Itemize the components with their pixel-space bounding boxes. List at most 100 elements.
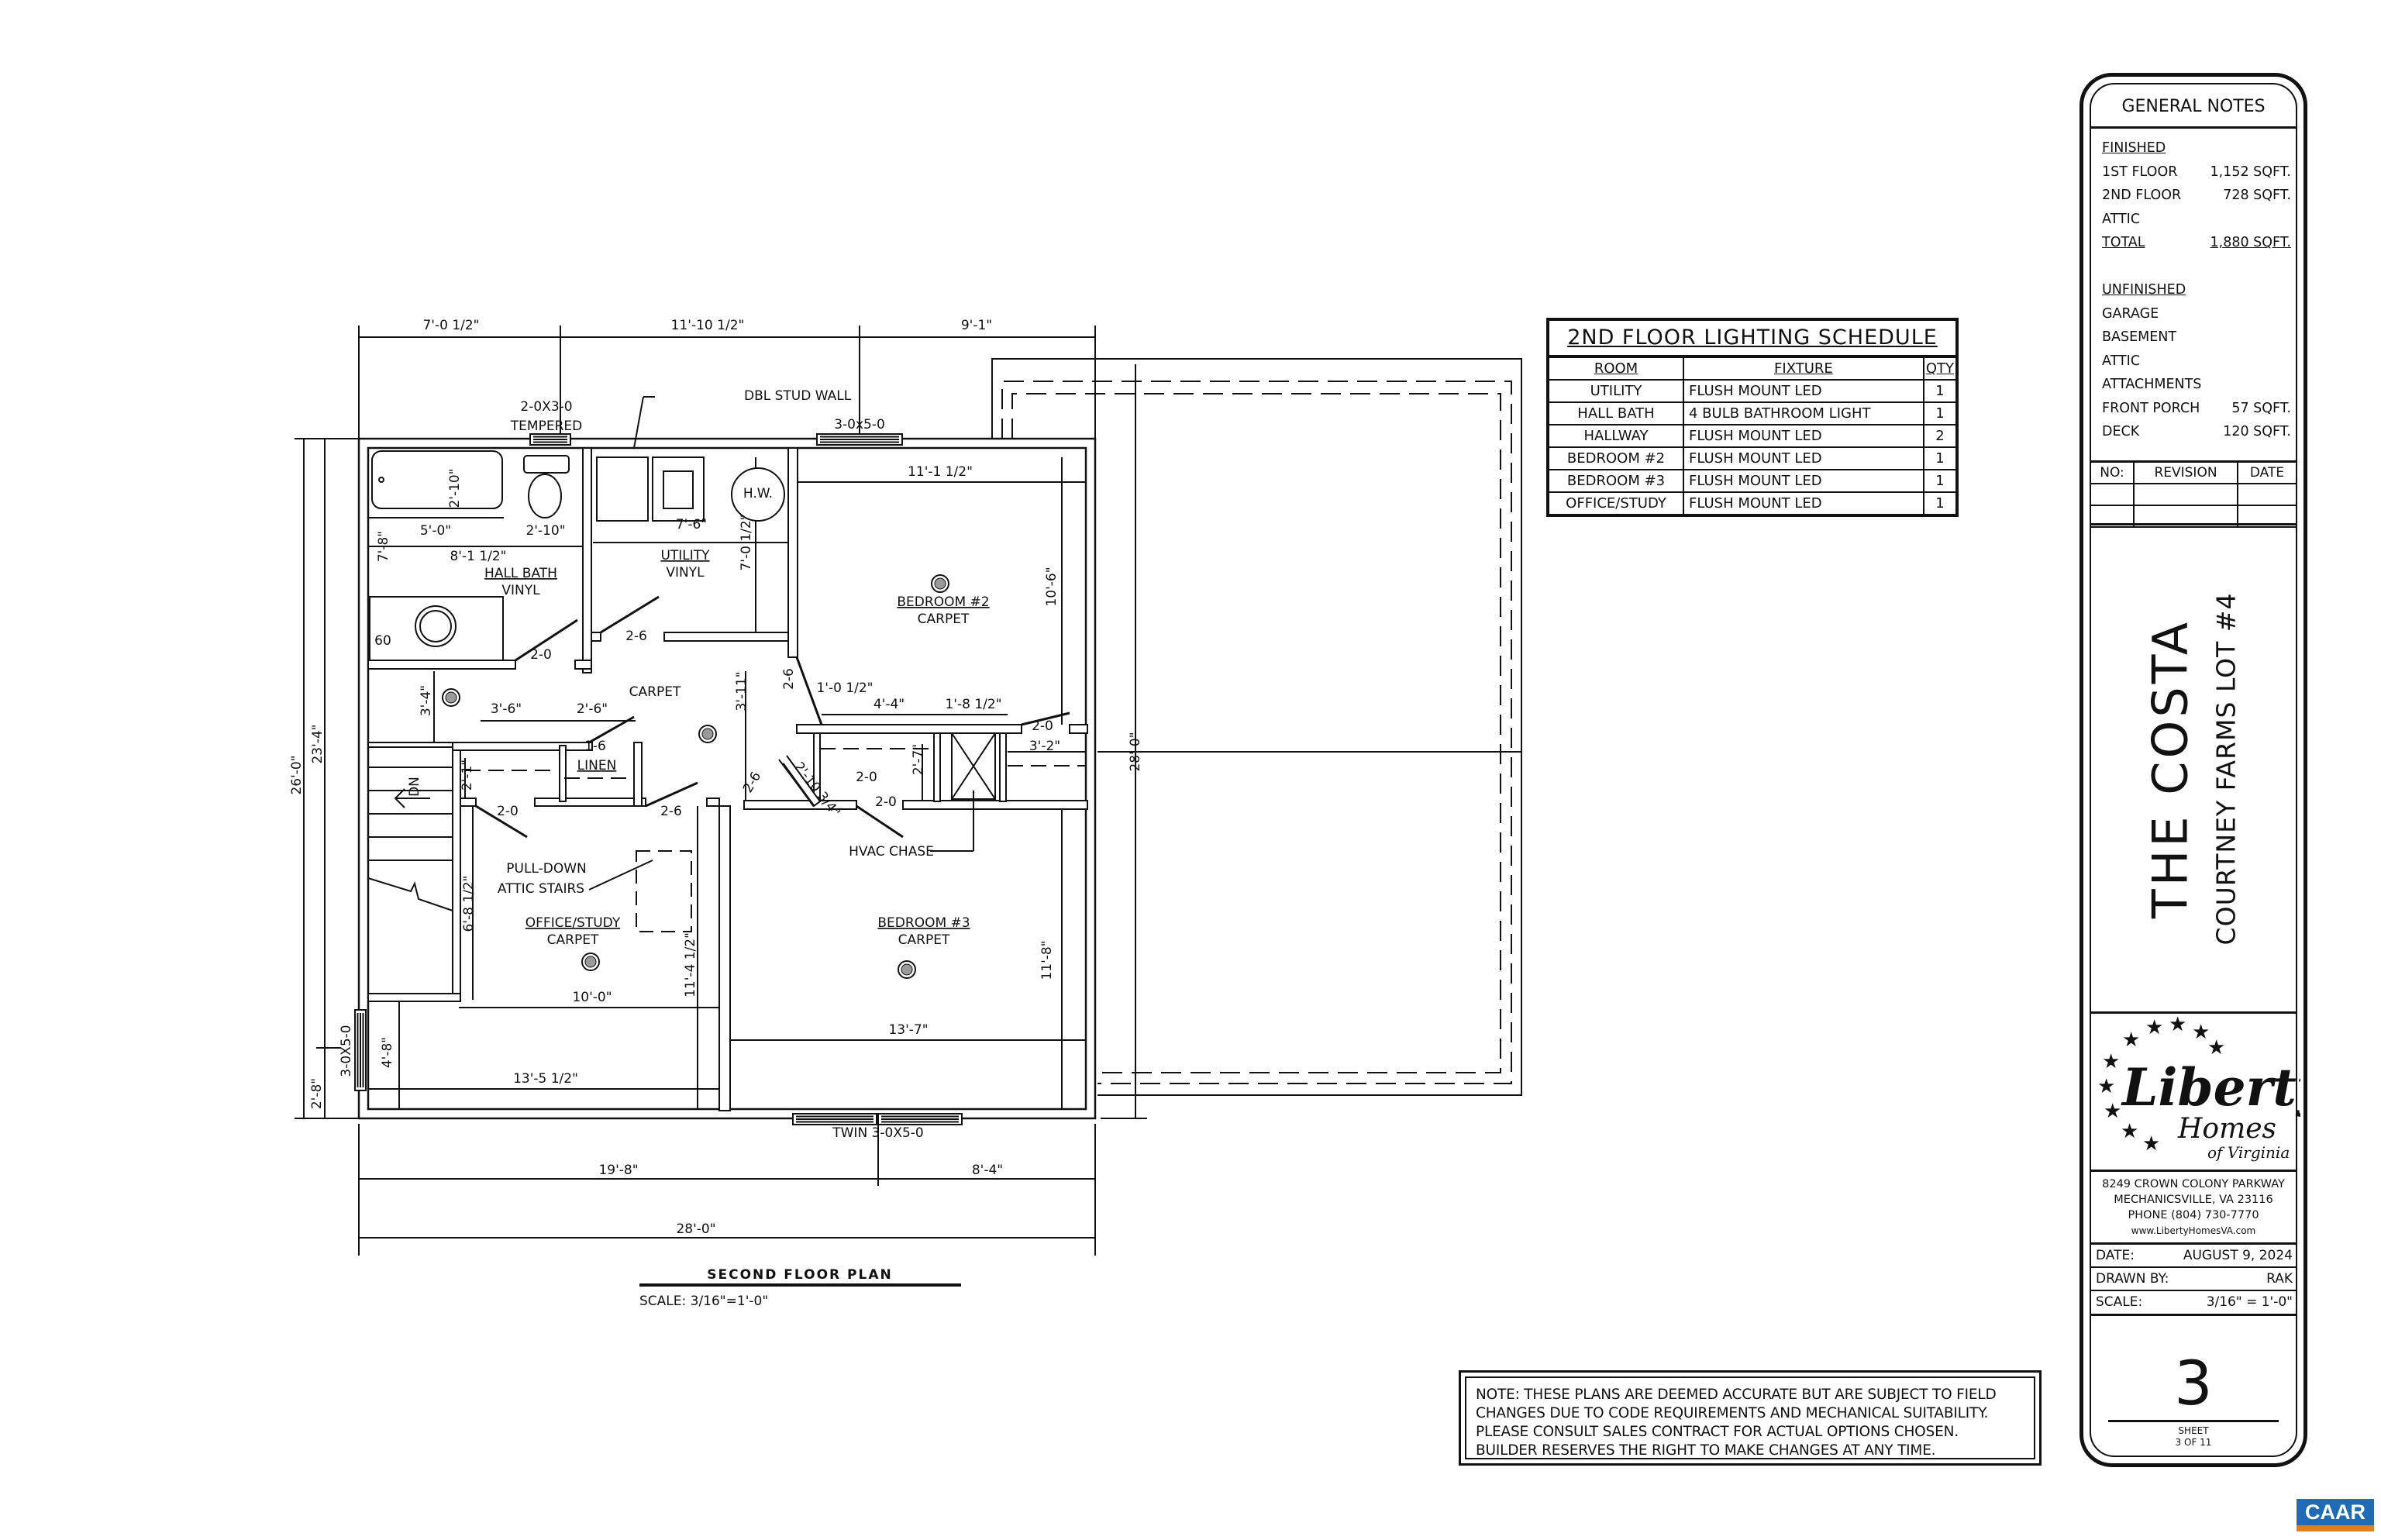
interior-wall — [367, 993, 461, 1002]
area-value: 57 SQFT. — [2231, 400, 2291, 416]
interior-wall — [458, 798, 477, 807]
door-size-label: 2-0 — [875, 794, 897, 810]
window — [816, 433, 903, 446]
svg-text:★: ★ — [2142, 1132, 2160, 1156]
dimension-label: 11'-8" — [1039, 940, 1055, 980]
caar-badge: CAAR — [2297, 1499, 2374, 1531]
sheet-number: 3 — [2174, 1349, 2213, 1419]
qty-cell: 1 — [1922, 491, 1955, 514]
qty-cell: 1 — [1922, 379, 1955, 403]
note-line: NOTE: THESE PLANS ARE DEEMED ACCURATE BU… — [1476, 1387, 1997, 1403]
interior-wall — [663, 632, 798, 642]
ceiling-light-icon — [581, 953, 600, 971]
interior-wall — [367, 742, 453, 748]
door-swing — [475, 804, 528, 839]
unfinished-heading: UNFINISHED — [2102, 282, 2186, 298]
interior-wall — [999, 732, 1007, 802]
door-size-label: 2-0 — [497, 804, 519, 819]
dimension-label: 1'-0 1/2" — [816, 680, 873, 696]
door-swing — [645, 781, 698, 808]
note-line: CHANGES DUE TO CODE REQUIREMENTS AND MEC… — [1476, 1405, 1989, 1421]
lighting-schedule: 2ND FLOOR LIGHTING SCHEDULE ROOM FIXTURE… — [1546, 318, 1959, 517]
sheet-info: 3 SHEET 3 OF 11 — [2091, 1316, 2296, 1456]
general-notes-heading: GENERAL NOTES — [2091, 84, 2296, 129]
interior-wall — [591, 632, 601, 642]
floor-finish-label: CARPET — [547, 932, 599, 948]
stair-treads — [367, 767, 453, 911]
dimension-label: 3'-2" — [1029, 739, 1060, 754]
qty-cell: 2 — [1922, 424, 1955, 448]
svg-text:★: ★ — [2102, 1050, 2120, 1073]
room-cell: BEDROOM #3 — [1549, 469, 1684, 493]
ceiling-lights — [442, 574, 949, 979]
dimension-label: 8'-4" — [972, 1163, 1003, 1178]
area-value: 120 SQFT. — [2223, 424, 2291, 439]
toilet — [523, 455, 570, 519]
dimension-label: 2'-6" — [577, 701, 608, 717]
interior-wall — [1069, 724, 1088, 734]
dimension-label: 6'-8 1/2" — [461, 875, 477, 932]
floor-finish-label: CARPET — [918, 612, 970, 627]
svg-text:★: ★ — [2207, 1036, 2225, 1059]
room-cell: BEDROOM #2 — [1549, 446, 1684, 470]
door-swing — [515, 618, 578, 662]
project-name: THE COSTA — [2142, 618, 2199, 918]
fixture-cell: 4 BULB BATHROOM LIGHT — [1683, 401, 1924, 425]
room-label-bedroom-2: BEDROOM #2 — [897, 594, 989, 610]
dimension-label: 4'-8" — [380, 1037, 395, 1068]
stairs-down-label: DN — [407, 777, 422, 797]
area-label: ATTIC — [2102, 353, 2141, 369]
vanity-width-label: 60 — [374, 633, 391, 649]
room-cell: UTILITY — [1549, 379, 1684, 403]
dimension-label: 7'-6" — [676, 517, 707, 532]
room-label-hall-bath: HALL BATH — [484, 566, 557, 581]
dimension-label: 10'-0" — [572, 990, 612, 1005]
interior-wall — [633, 742, 643, 807]
door-swing — [795, 656, 823, 725]
area-row: FRONT PORCH 57 SQFT. — [2102, 397, 2291, 421]
header-qty: QTY — [1922, 357, 1955, 381]
ceiling-light-icon — [698, 725, 717, 743]
fixture-cell: FLUSH MOUNT LED — [1683, 491, 1924, 514]
revision-date-header: DATE — [2237, 463, 2296, 484]
svg-text:★: ★ — [2121, 1120, 2138, 1143]
dimension-label: 2'-8" — [309, 1078, 325, 1109]
callout-dbl-stud-wall: DBL STUD WALL — [744, 388, 852, 404]
area-label: GARAGE — [2102, 305, 2159, 322]
area-row: ATTIC — [2102, 350, 2291, 374]
fixture-cell: FLUSH MOUNT LED — [1683, 469, 1924, 493]
room-cell: HALLWAY — [1549, 424, 1684, 448]
interior-wall — [582, 447, 592, 674]
phone: PHONE (804) 730-7770 — [2128, 1209, 2259, 1221]
area-label: DECK — [2102, 424, 2140, 439]
drawn-by-label: DRAWN BY: — [2096, 1271, 2169, 1287]
revision-no-header: NO: — [2091, 463, 2135, 484]
window-label: 3-0X5-0 — [339, 1025, 354, 1077]
area-row: ATTIC — [2102, 208, 2291, 232]
address-line: 8249 CROWN COLONY PARKWAY — [2102, 1178, 2285, 1190]
drawing-info: DATE:AUGUST 9, 2024 DRAWN BY:RAK SCALE:3… — [2091, 1245, 2296, 1316]
qty-cell: 1 — [1922, 401, 1955, 425]
door-swing — [588, 715, 635, 744]
area-value: 1,152 SQFT. — [2210, 164, 2291, 180]
dimension-label: 11'-4 1/2" — [683, 932, 698, 997]
finished-heading: FINISHED — [2102, 140, 2166, 156]
floor-finish-label: CARPET — [629, 684, 681, 700]
window-label: 3-0x5-0 — [834, 417, 885, 432]
area-label: FRONT PORCH — [2102, 400, 2200, 416]
door-swing — [1021, 711, 1070, 726]
dimension-label: 1'-8 1/2" — [945, 697, 1001, 712]
stairs-down-arrow-icon — [394, 788, 430, 808]
date-label: DATE: — [2096, 1248, 2135, 1263]
table-header-row: ROOM FIXTURE QTY — [1549, 357, 1955, 381]
fixture-cell: FLUSH MOUNT LED — [1683, 424, 1924, 448]
door-swing — [600, 595, 660, 634]
dimension-label: 2'-7" — [911, 744, 926, 775]
door-size-label: 2-6 — [781, 668, 797, 690]
door-swing — [856, 804, 904, 839]
